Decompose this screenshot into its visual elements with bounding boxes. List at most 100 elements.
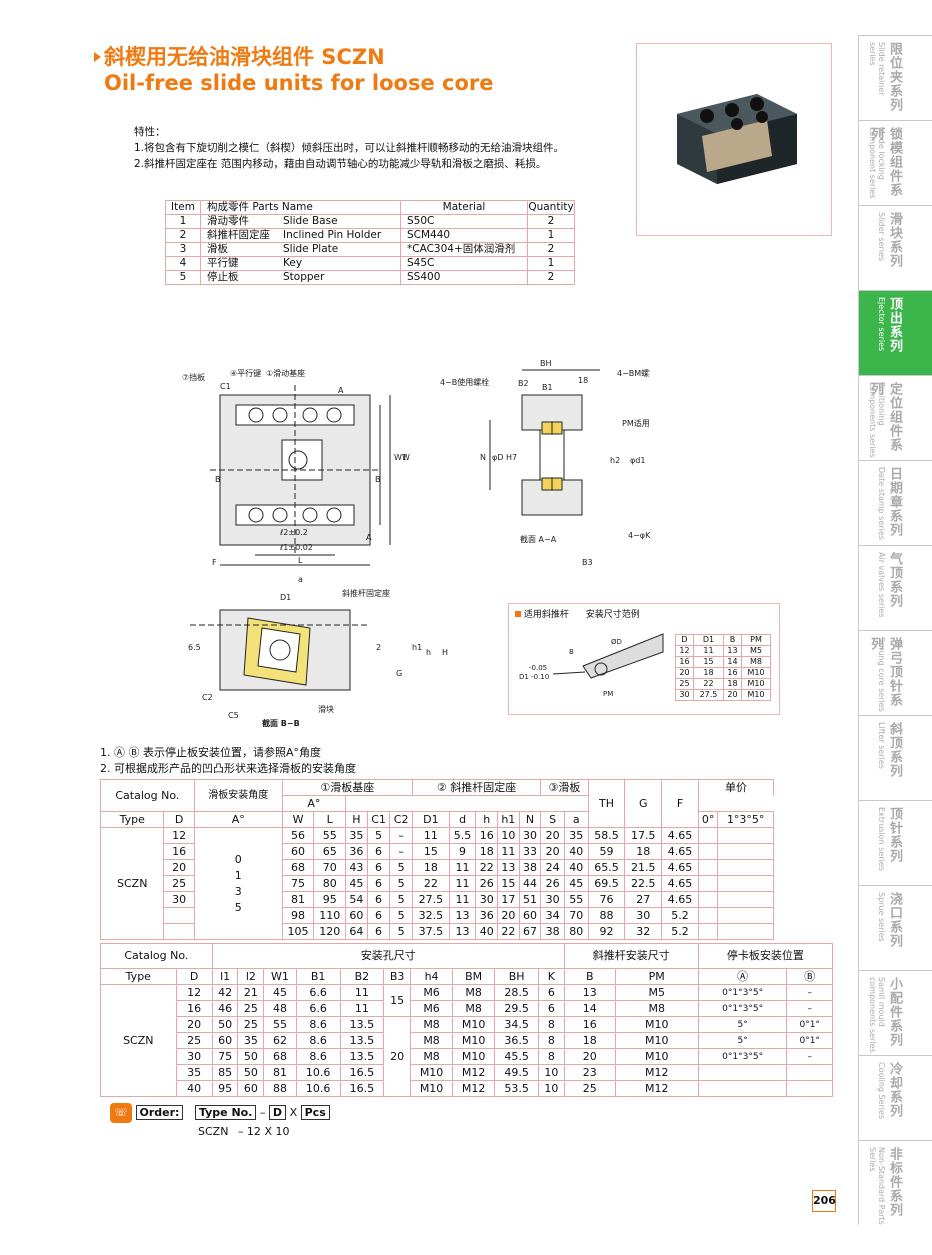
lbl-dh7: φD H7 [492, 453, 517, 462]
t1-angle: 滑板安装角度 [193, 779, 283, 812]
features-heading: 特性： [134, 126, 166, 138]
t2-cell: 10.6 [295, 1064, 341, 1081]
example-pm: PM [603, 690, 613, 698]
t2-cell: 20 [563, 1048, 616, 1065]
t1-cell: 30 [518, 827, 542, 844]
t2-cell: 8 [538, 1016, 565, 1033]
tab-label-cn: 弹弓顶针系列 [868, 637, 902, 707]
lbl-h2: h2 [610, 456, 620, 465]
t1-group-3: ③滑板 [540, 779, 589, 796]
t1-cell: 22 [497, 923, 520, 940]
example-cell: 18 [692, 667, 725, 679]
t2-cell: M12 [614, 1080, 699, 1097]
parts-name-cn: 滑动零件 [200, 214, 277, 229]
t1-d: 30 [163, 891, 195, 908]
parts-col-material: Material [400, 200, 528, 215]
parts-col-name: 构成零件 Parts Name [200, 200, 401, 215]
t1-cell: 30 [475, 891, 499, 908]
parts-name-cn: 斜推杆固定座 [200, 228, 277, 243]
t1-cell: 105 [281, 923, 315, 940]
tab-label-en: Sprue series [877, 892, 886, 942]
example-cell: M10 [740, 678, 772, 690]
lbl-h: h [426, 648, 431, 657]
t1-cell: 60 [345, 907, 368, 924]
t1-cell: 4.65 [661, 843, 699, 860]
tab-label-cn: 日期章系列 [887, 467, 902, 537]
t1-cell: 27 [624, 891, 663, 908]
t1-cell: 34 [540, 907, 565, 924]
t1-cell: 70 [563, 907, 589, 924]
example-cell: 18 [723, 678, 742, 690]
t1-cell: 20 [540, 827, 565, 844]
lbl-w1: W1 [394, 453, 407, 462]
t1-d: 16 [163, 843, 195, 860]
t2-cell: 62 [263, 1032, 297, 1049]
t2-cell: 16 [563, 1016, 616, 1033]
slide-unit-image [677, 94, 797, 184]
t2-cell: – [786, 1048, 833, 1065]
t2-cell: 25 [237, 1016, 265, 1033]
parts-material: *CAC304+固体润滑剂 [400, 242, 528, 257]
t2-cell: 35 [237, 1032, 265, 1049]
t2-cell: 8 [538, 1048, 565, 1065]
t1-cell: 4.65 [661, 891, 699, 908]
t1-price0 [697, 907, 719, 924]
t2-cell: 35 [175, 1064, 213, 1081]
example-title-text: 适用斜推杆 [523, 610, 569, 620]
tab-label-cn: 滑块系列 [887, 212, 902, 268]
t2-cell: 11 [339, 1000, 385, 1017]
t1-cell: 70 [313, 859, 347, 876]
t2-cell: 8.6 [295, 1016, 341, 1033]
t2-b3: 20 [383, 1016, 412, 1097]
lbl-18: 18 [578, 376, 588, 385]
t1-cell: 11 [411, 827, 450, 844]
t2-cell: M8 [452, 984, 496, 1001]
tab-label-en: Date stamp series [877, 467, 886, 540]
parts-col-qty: Quantity [527, 200, 575, 215]
lbl-2: 2 [376, 643, 381, 652]
t2-cell: 5° [697, 1016, 788, 1033]
note-2: 2. 可根据成形产品的凹凸形状来选择滑板的安装角度 [100, 762, 356, 775]
example-cell: 16 [723, 667, 742, 679]
t1-cell: 35 [345, 827, 368, 844]
t1-cell: 5 [389, 923, 413, 940]
tab-label-en: Extrusion series [877, 807, 886, 871]
t1-col-h: C2 [389, 811, 413, 828]
tab-label-en: Samll mould components series [868, 977, 886, 1053]
t1-cell: 75 [281, 875, 315, 892]
t2-cell: 40 [175, 1080, 213, 1097]
example-cell: 15 [692, 656, 725, 668]
t1-cell: 18 [475, 843, 499, 860]
example-col: D [675, 634, 694, 646]
t2-cell: 25 [175, 1032, 213, 1049]
t2-pos-b-icon: Ⓑ [786, 968, 833, 985]
tab-label-en: Slider series [877, 212, 886, 262]
example-subtitle: 安装尺寸范例 [585, 610, 640, 620]
t1-d-h: D [163, 811, 195, 828]
t2-cell: 18 [563, 1032, 616, 1049]
t1-price1 [717, 827, 774, 844]
t1-cell: 27.5 [411, 891, 450, 908]
parts-qty: 2 [527, 214, 575, 229]
lbl-stopper: ⑦挡板 [182, 372, 205, 382]
